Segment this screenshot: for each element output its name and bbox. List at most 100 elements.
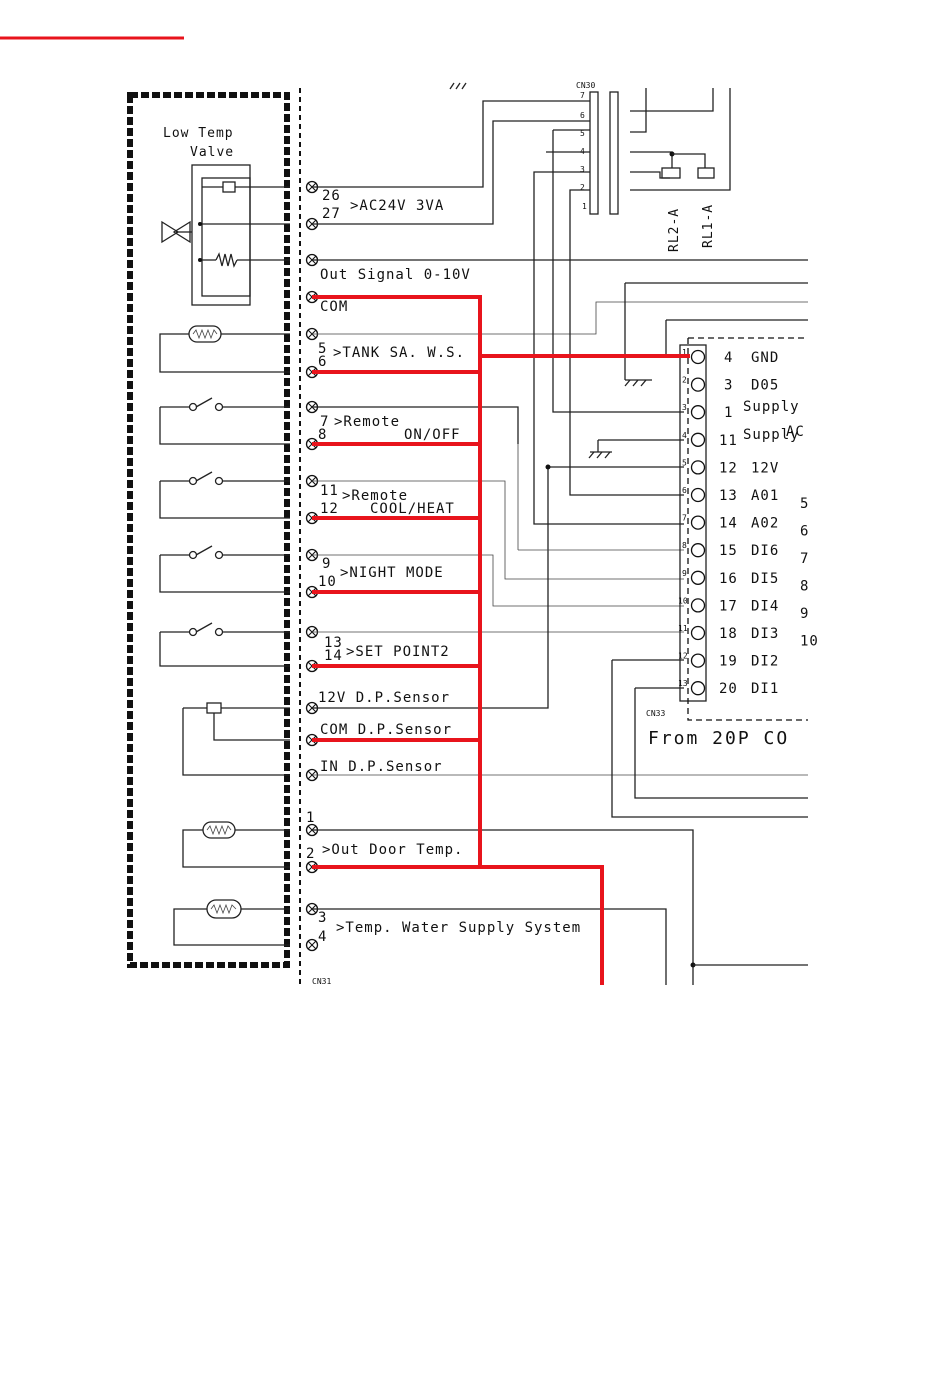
- water-supply-temp-sensor: [173, 899, 290, 946]
- relay-rl1-coil: [697, 167, 715, 179]
- cn33-pin-number: 6: [682, 486, 687, 495]
- ground-symbols: [449, 82, 652, 459]
- side-number: 6: [800, 524, 809, 540]
- remote1-label: >Remote: [334, 414, 400, 430]
- terminal-3-label: 3: [318, 910, 327, 926]
- coolheat-label: COOL/HEAT: [370, 501, 455, 517]
- cn33-pin-number: 5: [682, 458, 687, 467]
- terminal-13-label: 13: [324, 635, 343, 651]
- dp-com-label: COM D.P.Sensor: [320, 722, 452, 738]
- cn33-pin-number: 12: [678, 652, 688, 661]
- cn33-pin-name: A01: [751, 488, 779, 504]
- terminal-26-label: 26: [322, 188, 341, 204]
- relay-pin-2: 2: [580, 183, 585, 192]
- rl2-label: RL2-A: [667, 208, 682, 252]
- dp-sensor: [182, 702, 290, 776]
- terminal-14-label: 14: [324, 648, 343, 664]
- cn33-pin: 10 17 DI4: [678, 596, 779, 614]
- cn33-pin-code: 17: [719, 598, 738, 614]
- cn33-pin-code: 14: [719, 516, 738, 532]
- terminal-6-label: 6: [318, 354, 327, 370]
- cn33-pin-code: 20: [719, 681, 738, 697]
- cn33-pin-number: 9: [682, 569, 687, 578]
- cn33-pin-code: 18: [719, 626, 738, 642]
- cn33-pin-name: DI2: [751, 654, 779, 670]
- ac-label: AC: [786, 424, 805, 440]
- cn33-label: CN33: [646, 709, 665, 718]
- relay-header: 7 6 5 4 3 2 1 CN30: [576, 81, 619, 215]
- signal-wires: [312, 88, 808, 985]
- relay-pin-7: 7: [580, 91, 585, 100]
- cn33-pin-name: DI6: [751, 543, 779, 559]
- cn33-pin-name: DI3: [751, 626, 779, 642]
- ac24v-label: >AC24V 3VA: [350, 198, 444, 214]
- cn33-pin-code: 11: [719, 433, 738, 449]
- terminal-4-label: 4: [318, 929, 327, 945]
- from-20p-label: From 20P CO: [648, 728, 789, 749]
- remote-coolheat-switch: [159, 471, 290, 519]
- out-signal-label: Out Signal 0-10V: [320, 267, 471, 283]
- valve-symbol: [161, 164, 290, 306]
- side-number: 8: [800, 579, 809, 595]
- setpoint2-switch: [159, 622, 290, 667]
- tank-sensor: [159, 325, 290, 373]
- external-device-box: [127, 92, 290, 968]
- red-com-bus: [312, 295, 690, 985]
- relay-pin-4: 4: [580, 147, 585, 156]
- cn33-pin-name: DI1: [751, 681, 779, 697]
- cn33-pin-name: DI4: [751, 598, 779, 614]
- cn33-pin-number: 7: [682, 514, 687, 523]
- relay-pin-1: 1: [582, 202, 587, 211]
- cn33-pin-number: 2: [682, 376, 687, 385]
- terminal-10-label: 10: [318, 574, 337, 590]
- tank-label: >TANK SA. W.S.: [333, 345, 465, 361]
- relay-pin-5: 5: [580, 129, 585, 138]
- night-mode-switch: [159, 545, 290, 593]
- terminal-27-label: 27: [322, 206, 341, 222]
- outdoor-temp-sensor: [182, 821, 290, 868]
- cn33-pin: 11 18 DI3: [678, 624, 779, 642]
- device-title-line2: Valve: [190, 145, 234, 160]
- remote2-label: >Remote: [342, 488, 408, 504]
- dp-12v-label: 12V D.P.Sensor: [318, 690, 450, 706]
- device-title-line1: Low Temp: [163, 126, 234, 141]
- night-mode-label: >NIGHT MODE: [340, 565, 444, 581]
- relay-pin-3: 3: [580, 165, 585, 174]
- terminal-11-label: 11: [320, 483, 339, 499]
- cn33-pin: 7 14 A02: [682, 514, 779, 532]
- side-number: 9: [800, 606, 809, 622]
- cn33-pin-number: 11: [678, 624, 688, 633]
- rl1-label: RL1-A: [701, 204, 716, 248]
- onoff-label: ON/OFF: [404, 427, 461, 443]
- cn33-pin-name: Supply: [743, 427, 800, 443]
- cn33-pin-code: 4: [724, 350, 733, 366]
- cn33-pin-code: 12: [719, 460, 738, 476]
- terminal-1-label: 1: [306, 810, 315, 826]
- setpoint2-label: >SET POINT2: [346, 644, 450, 660]
- cn31-label: CN31: [312, 977, 331, 986]
- relay-pin-6: 6: [580, 111, 585, 120]
- cn33-pin-number: 10: [678, 596, 688, 605]
- outdoor-temp-label: >Out Door Temp.: [322, 842, 463, 858]
- side-number: 7: [800, 551, 809, 567]
- cn33-pin-code: 3: [724, 378, 733, 394]
- cn33-pin-name: A02: [751, 516, 779, 532]
- terminal-7-label: 7: [320, 414, 329, 430]
- water-supply-label: >Temp. Water Supply System: [336, 920, 581, 936]
- terminal-8-label: 8: [318, 427, 327, 443]
- relay-header-label: CN30: [576, 81, 595, 90]
- terminal-12-label: 12: [320, 501, 339, 517]
- cn33-pin-code: 1: [724, 405, 733, 421]
